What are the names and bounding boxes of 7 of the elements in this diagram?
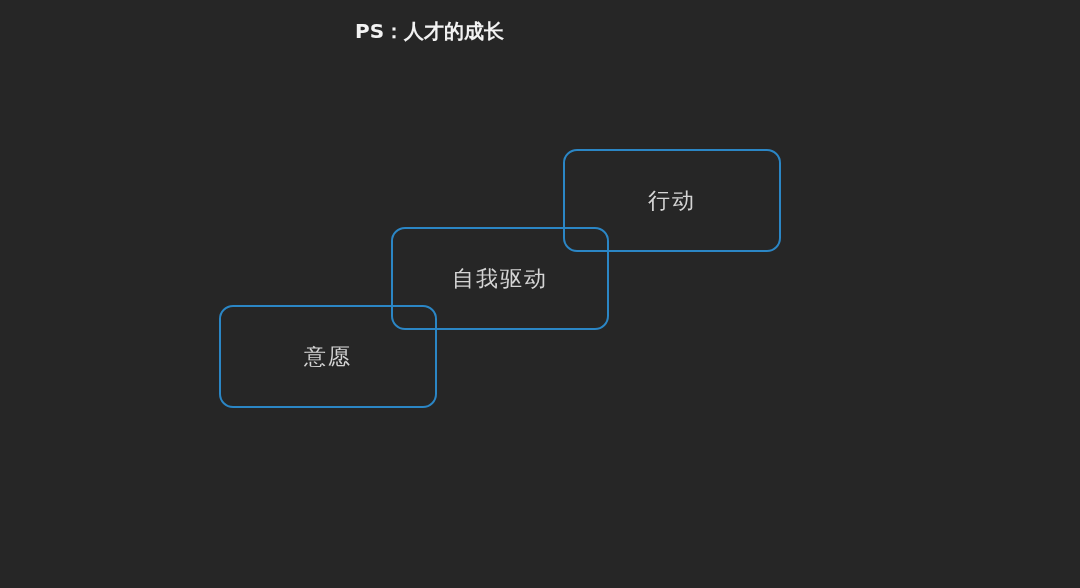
step-box	[391, 227, 609, 330]
step-label: 意愿	[304, 342, 352, 371]
step-box	[219, 305, 437, 408]
slide-title: PS：人才的成长	[355, 18, 505, 45]
step-label: 行动	[648, 186, 696, 215]
step-box	[563, 149, 781, 252]
step-label: 自我驱动	[452, 264, 548, 293]
